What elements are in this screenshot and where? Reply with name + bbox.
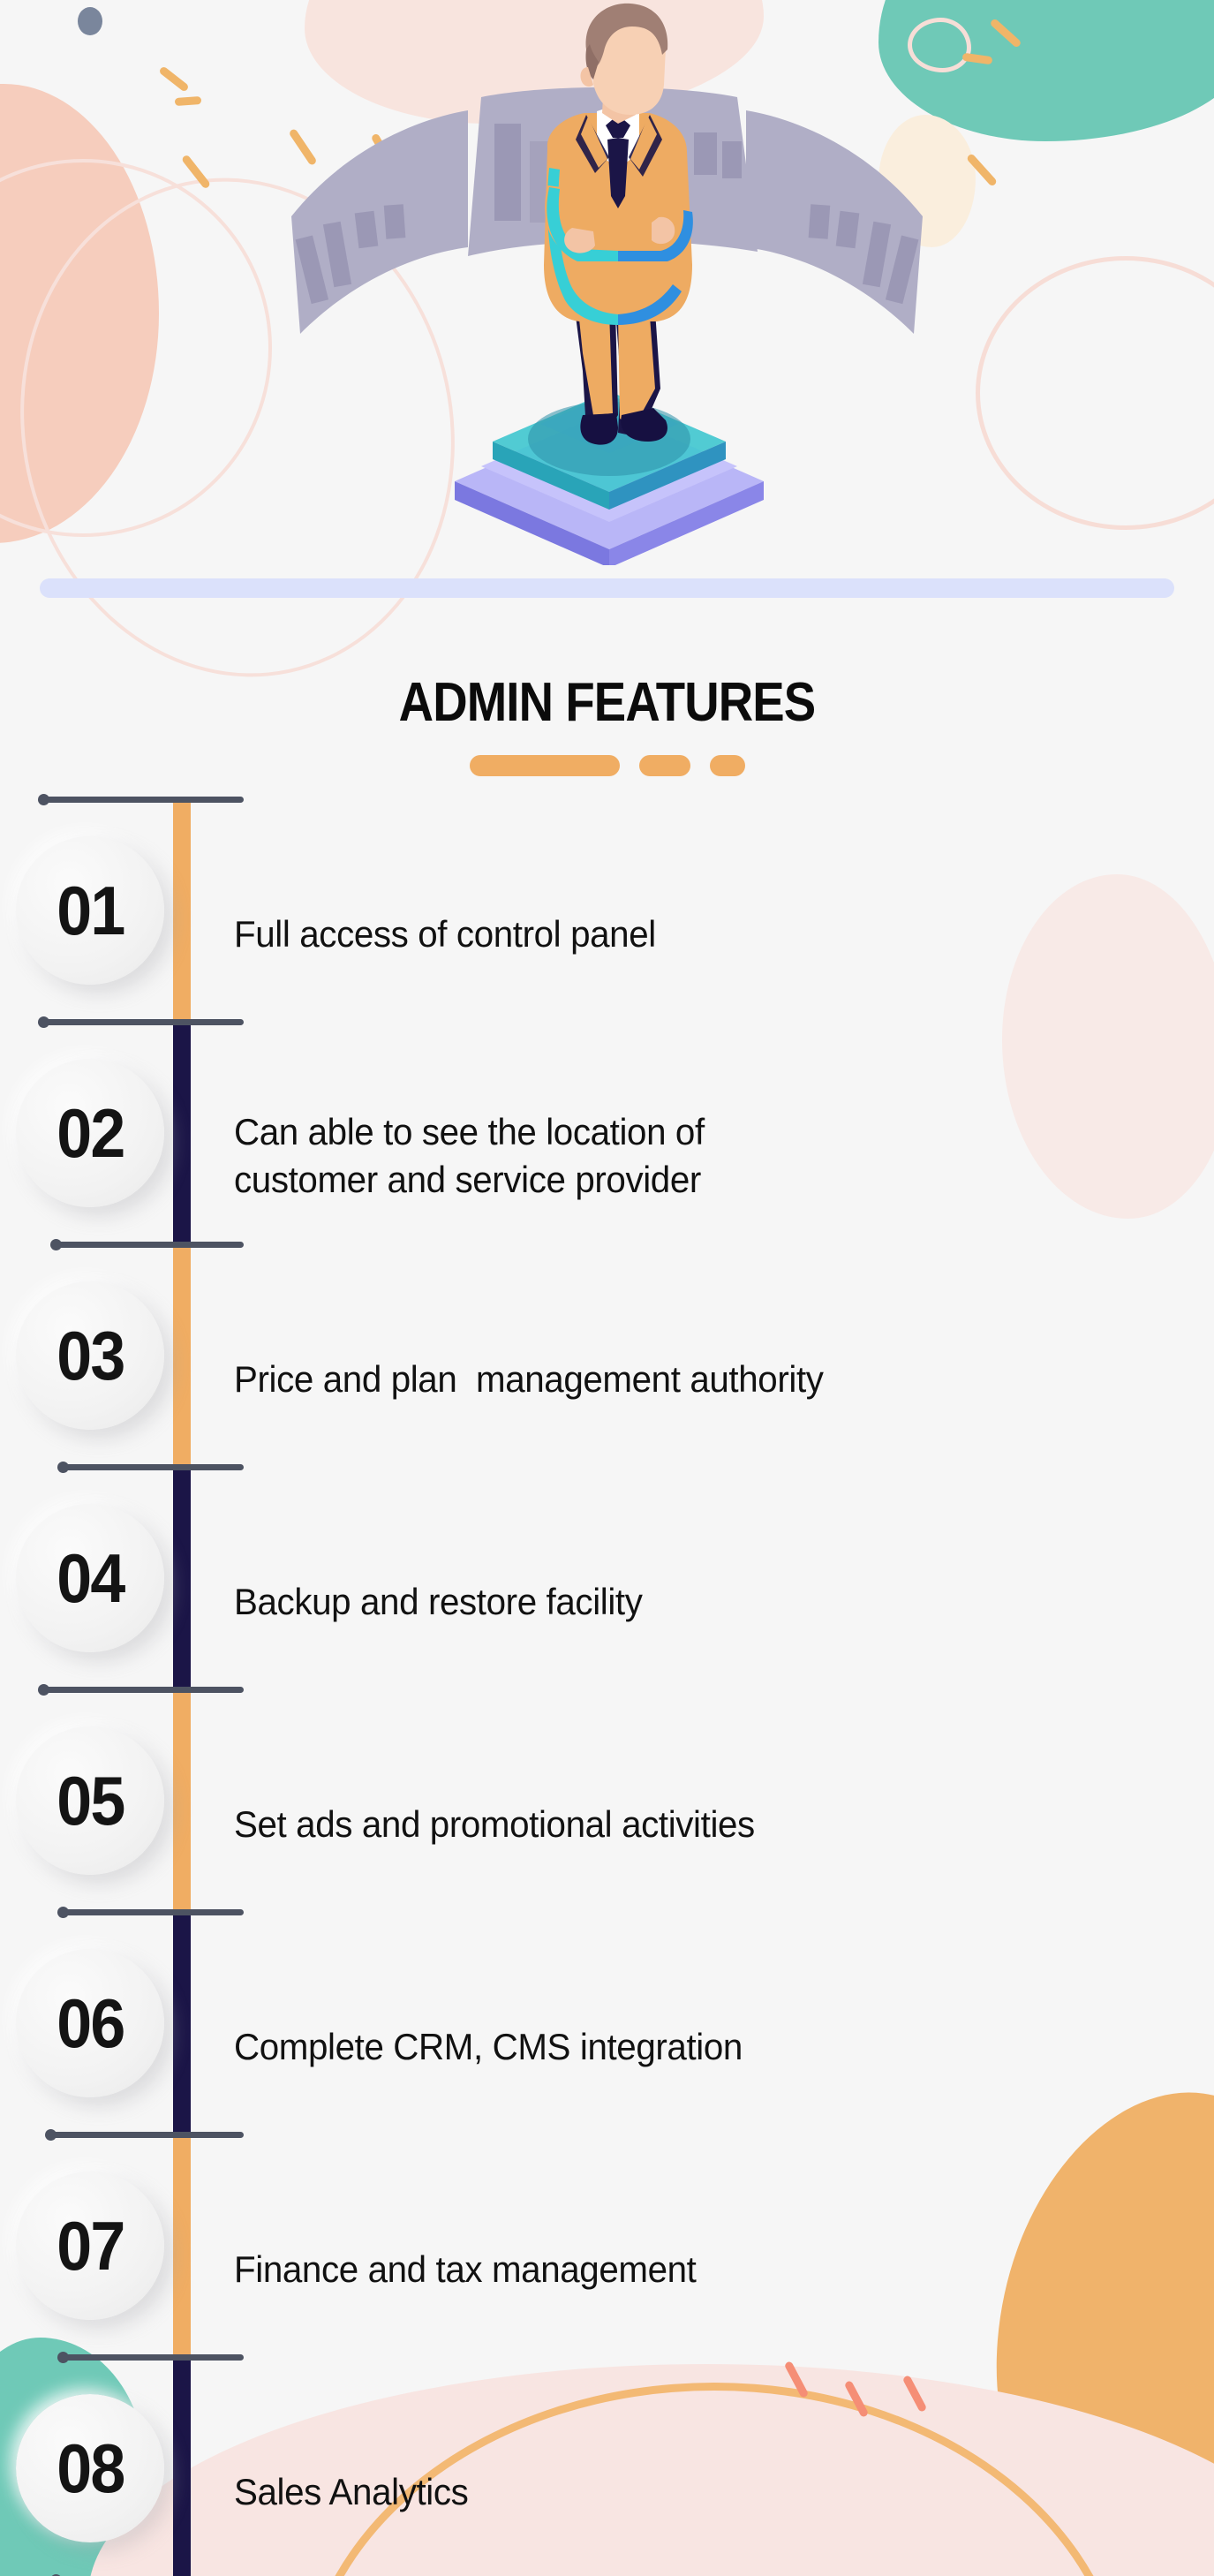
accent-bar-long	[469, 755, 620, 776]
feature-label: Price and plan management authority	[234, 1358, 824, 1400]
curved-screen-right	[746, 110, 923, 334]
feature-label: Complete CRM, CMS integration	[234, 2026, 743, 2067]
feature-number: 07	[56, 2206, 125, 2285]
salmon-dash-decor	[783, 2360, 810, 2399]
timeline-spine-segment	[173, 1912, 191, 2138]
timeline-connector-line	[45, 2129, 244, 2141]
timeline-spine-segment	[173, 1467, 191, 1693]
salmon-dash-decor	[901, 2374, 928, 2414]
timeline-spine-segment	[173, 1022, 191, 1248]
timeline-connector-line	[38, 1016, 244, 1028]
feature-number-badge: 06	[16, 1949, 164, 2097]
section-divider-rule	[40, 578, 1174, 598]
feature-number: 03	[56, 1316, 125, 1394]
timeline-spine-segment	[173, 2357, 191, 2576]
page-title: ADMIN FEATURES	[398, 672, 817, 733]
hero-illustration	[0, 0, 1214, 565]
feature-number-badge: 01	[16, 836, 164, 985]
feature-label: Sales Analytics	[234, 2471, 469, 2512]
feature-label: Backup and restore facility	[234, 1581, 643, 1622]
feature-label: Set ads and promotional activities	[234, 1803, 755, 1845]
timeline-connector-line	[57, 1907, 244, 1918]
timeline-spine-segment	[173, 799, 191, 1025]
feature-number-badge: 08	[16, 2394, 164, 2542]
timeline-connector-line	[57, 1462, 244, 1473]
feature-number-badge: 02	[16, 1059, 164, 1207]
feature-label: Full access of control panel	[234, 913, 656, 955]
accent-bar-medium	[638, 755, 690, 776]
timeline-connector-line	[38, 794, 244, 805]
feature-number: 05	[56, 1761, 125, 1839]
accent-bar-short	[709, 755, 745, 776]
feature-number: 08	[56, 2429, 125, 2507]
timeline-spine-segment	[173, 2134, 191, 2361]
feature-label: Finance and tax management	[234, 2248, 697, 2290]
feature-number: 02	[56, 1093, 125, 1172]
feature-number-badge: 07	[16, 2172, 164, 2320]
timeline-connector-line	[50, 1239, 244, 1250]
orange-blob-bottom-right-decor	[943, 2054, 1214, 2576]
feature-number-badge: 03	[16, 1281, 164, 1430]
feature-number: 06	[56, 1983, 125, 2062]
feature-label: Can able to see the location of customer…	[234, 1111, 705, 1200]
timeline-spine-segment	[173, 1244, 191, 1470]
feature-number: 01	[56, 871, 125, 949]
pink-wash-blob-decor	[1002, 874, 1214, 1219]
feature-number-badge: 05	[16, 1726, 164, 1875]
title-accent-bars	[0, 755, 1214, 776]
businessman-figure	[544, 3, 693, 445]
timeline-connector-line	[57, 2352, 244, 2363]
salmon-dash-decor	[843, 2379, 870, 2419]
feature-number-badge: 04	[16, 1504, 164, 1652]
curved-screen-left	[291, 110, 468, 334]
timeline-connector-line	[38, 1684, 244, 1696]
feature-number: 04	[56, 1538, 125, 1617]
timeline-spine-segment	[173, 1689, 191, 1915]
